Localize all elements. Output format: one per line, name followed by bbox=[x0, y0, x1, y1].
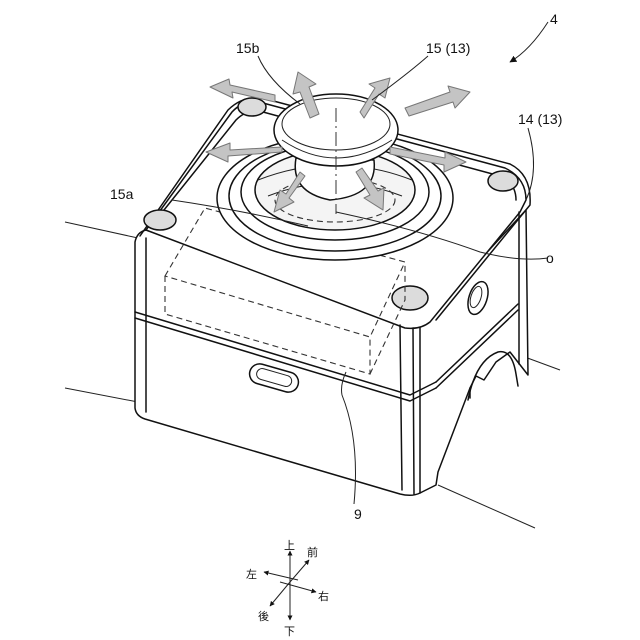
outward-arrow-icon bbox=[405, 86, 470, 116]
direction-compass-icon: 上 前 左 右 後 下 bbox=[246, 539, 329, 638]
label-9: 9 bbox=[354, 506, 362, 522]
direction-back: 後 bbox=[258, 609, 269, 623]
direction-up: 上 bbox=[284, 539, 295, 552]
direction-left: 左 bbox=[246, 568, 257, 581]
label-14-13: 14 (13) bbox=[518, 111, 562, 127]
label-15-13: 15 (13) bbox=[426, 40, 470, 56]
label-o: o bbox=[546, 250, 554, 266]
direction-right: 右 bbox=[318, 589, 329, 603]
outward-arrow-icon bbox=[210, 79, 275, 102]
figure-number: 4 bbox=[550, 11, 558, 27]
label-15b: 15b bbox=[236, 40, 260, 56]
direction-down: 下 bbox=[284, 625, 295, 638]
label-15a: 15a bbox=[110, 186, 134, 202]
direction-front: 前 bbox=[307, 545, 318, 559]
